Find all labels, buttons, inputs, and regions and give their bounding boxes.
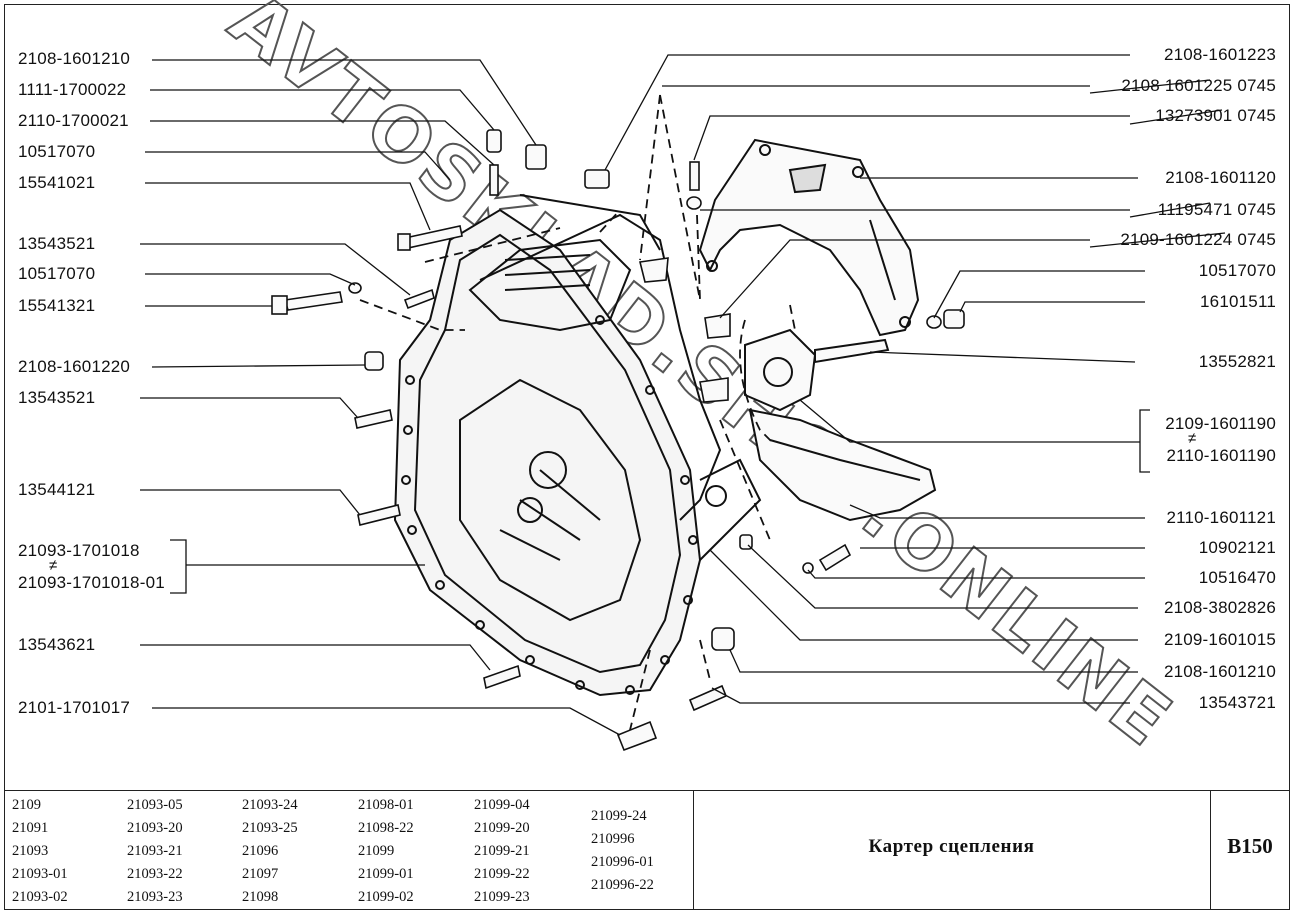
title-block (4, 790, 1290, 910)
part-label[interactable]: 10516470 (1198, 568, 1276, 587)
part-label[interactable]: 21093-1701018 (18, 541, 140, 560)
part-label[interactable]: 10517070 (18, 142, 96, 161)
part-label[interactable]: 1111-1700022 (18, 80, 127, 99)
title-block-divider (693, 790, 694, 910)
part-label[interactable]: 13543521 (18, 388, 96, 407)
alt-mark: ≠ (1188, 430, 1197, 447)
model-code: 2109 (12, 797, 41, 813)
part-label[interactable]: 2109-1601015 (1163, 630, 1276, 649)
part-label[interactable]: 2108-1601220 (18, 357, 131, 376)
part-label[interactable]: 13273901 0745 (1155, 106, 1276, 125)
clutch-cover-plate (698, 138, 920, 337)
model-code: 21099-01 (358, 866, 414, 882)
model-code: 21093-23 (127, 889, 183, 905)
part-label[interactable]: 2108-1601210 (18, 49, 131, 68)
model-code: 21099-22 (474, 866, 530, 882)
part-label[interactable]: 13543621 (18, 635, 96, 654)
part-label[interactable]: 13552821 (1198, 352, 1276, 371)
part-label[interactable]: 2109-1601190 (1165, 414, 1276, 433)
model-code: 21098-01 (358, 797, 414, 813)
model-code: 21093-24 (242, 797, 298, 813)
model-code: 21099-24 (591, 808, 647, 824)
model-code: 21097 (242, 866, 279, 882)
part-label[interactable]: 15541321 (18, 296, 96, 315)
model-code: 21093-01 (12, 866, 68, 882)
model-code: 21099-02 (358, 889, 414, 905)
part-label[interactable]: 13543721 (1198, 693, 1276, 712)
alt-mark: ≠ (49, 557, 58, 574)
part-label[interactable]: 2110-1700021 (18, 111, 129, 130)
part-label[interactable]: 2108-1601223 (1163, 45, 1276, 64)
sheet-title: Картер сцепления (868, 836, 1035, 857)
part-label[interactable]: 16101511 (1200, 292, 1276, 311)
model-code: 21093-20 (127, 820, 183, 836)
part-label[interactable]: 2108-1601120 (1165, 168, 1276, 187)
part-label[interactable]: 2109-1601224 0745 (1120, 230, 1276, 249)
part-label[interactable]: 10517070 (18, 264, 96, 283)
lower-shield (748, 408, 937, 522)
part-label[interactable]: 2108 1601225 0745 (1121, 76, 1276, 95)
model-code: 21099-23 (474, 889, 530, 905)
sheet-frame (4, 4, 1290, 910)
model-code: 21099-20 (474, 820, 530, 836)
strike-lines (1089, 79, 1226, 248)
model-code: 21093-05 (127, 797, 183, 813)
model-code: 210996-22 (591, 877, 654, 893)
model-code: 21099 (358, 843, 395, 859)
title-block-divider (1210, 790, 1211, 910)
part-label[interactable]: 2110-1601190 (1166, 446, 1276, 465)
alt-brackets (170, 409, 1150, 594)
part-label[interactable]: 21093-1701018-01 (18, 573, 165, 592)
model-code: 21098-22 (358, 820, 414, 836)
part-label[interactable]: 2110-1601121 (1166, 508, 1276, 527)
model-code: 210996 (591, 831, 635, 847)
model-code: 21093 (12, 843, 49, 859)
model-code: 21099-21 (474, 843, 530, 859)
model-code: 21091 (12, 820, 49, 836)
model-code: 21093-02 (12, 889, 68, 905)
bearing-guide (744, 328, 890, 412)
model-code: 21099-04 (474, 797, 530, 813)
model-code: 21098 (242, 889, 279, 905)
model-code: 21093-21 (127, 843, 183, 859)
leader-lines (140, 54, 1145, 736)
part-label[interactable]: 13543521 (18, 234, 96, 253)
part-label[interactable]: 10517070 (1198, 261, 1276, 280)
part-label[interactable]: 10902121 (1198, 538, 1276, 557)
part-label[interactable]: 15541021 (18, 173, 96, 192)
part-label[interactable]: 13544121 (18, 480, 96, 499)
model-code: 210996-01 (591, 854, 654, 870)
model-code: 21093-22 (127, 866, 183, 882)
part-label[interactable]: 2101-1701017 (18, 698, 131, 717)
model-code: 21096 (242, 843, 279, 859)
clutch-housing (393, 194, 762, 697)
part-label[interactable]: 2108-1601210 (1163, 662, 1276, 681)
part-label[interactable]: 11195471 0745 (1157, 200, 1276, 219)
assembly-lines (359, 94, 796, 731)
model-code: 21093-25 (242, 820, 298, 836)
sheet-code: B150 (1227, 834, 1273, 858)
fasteners (271, 129, 965, 752)
part-label[interactable]: 2108-3802826 (1163, 598, 1276, 617)
